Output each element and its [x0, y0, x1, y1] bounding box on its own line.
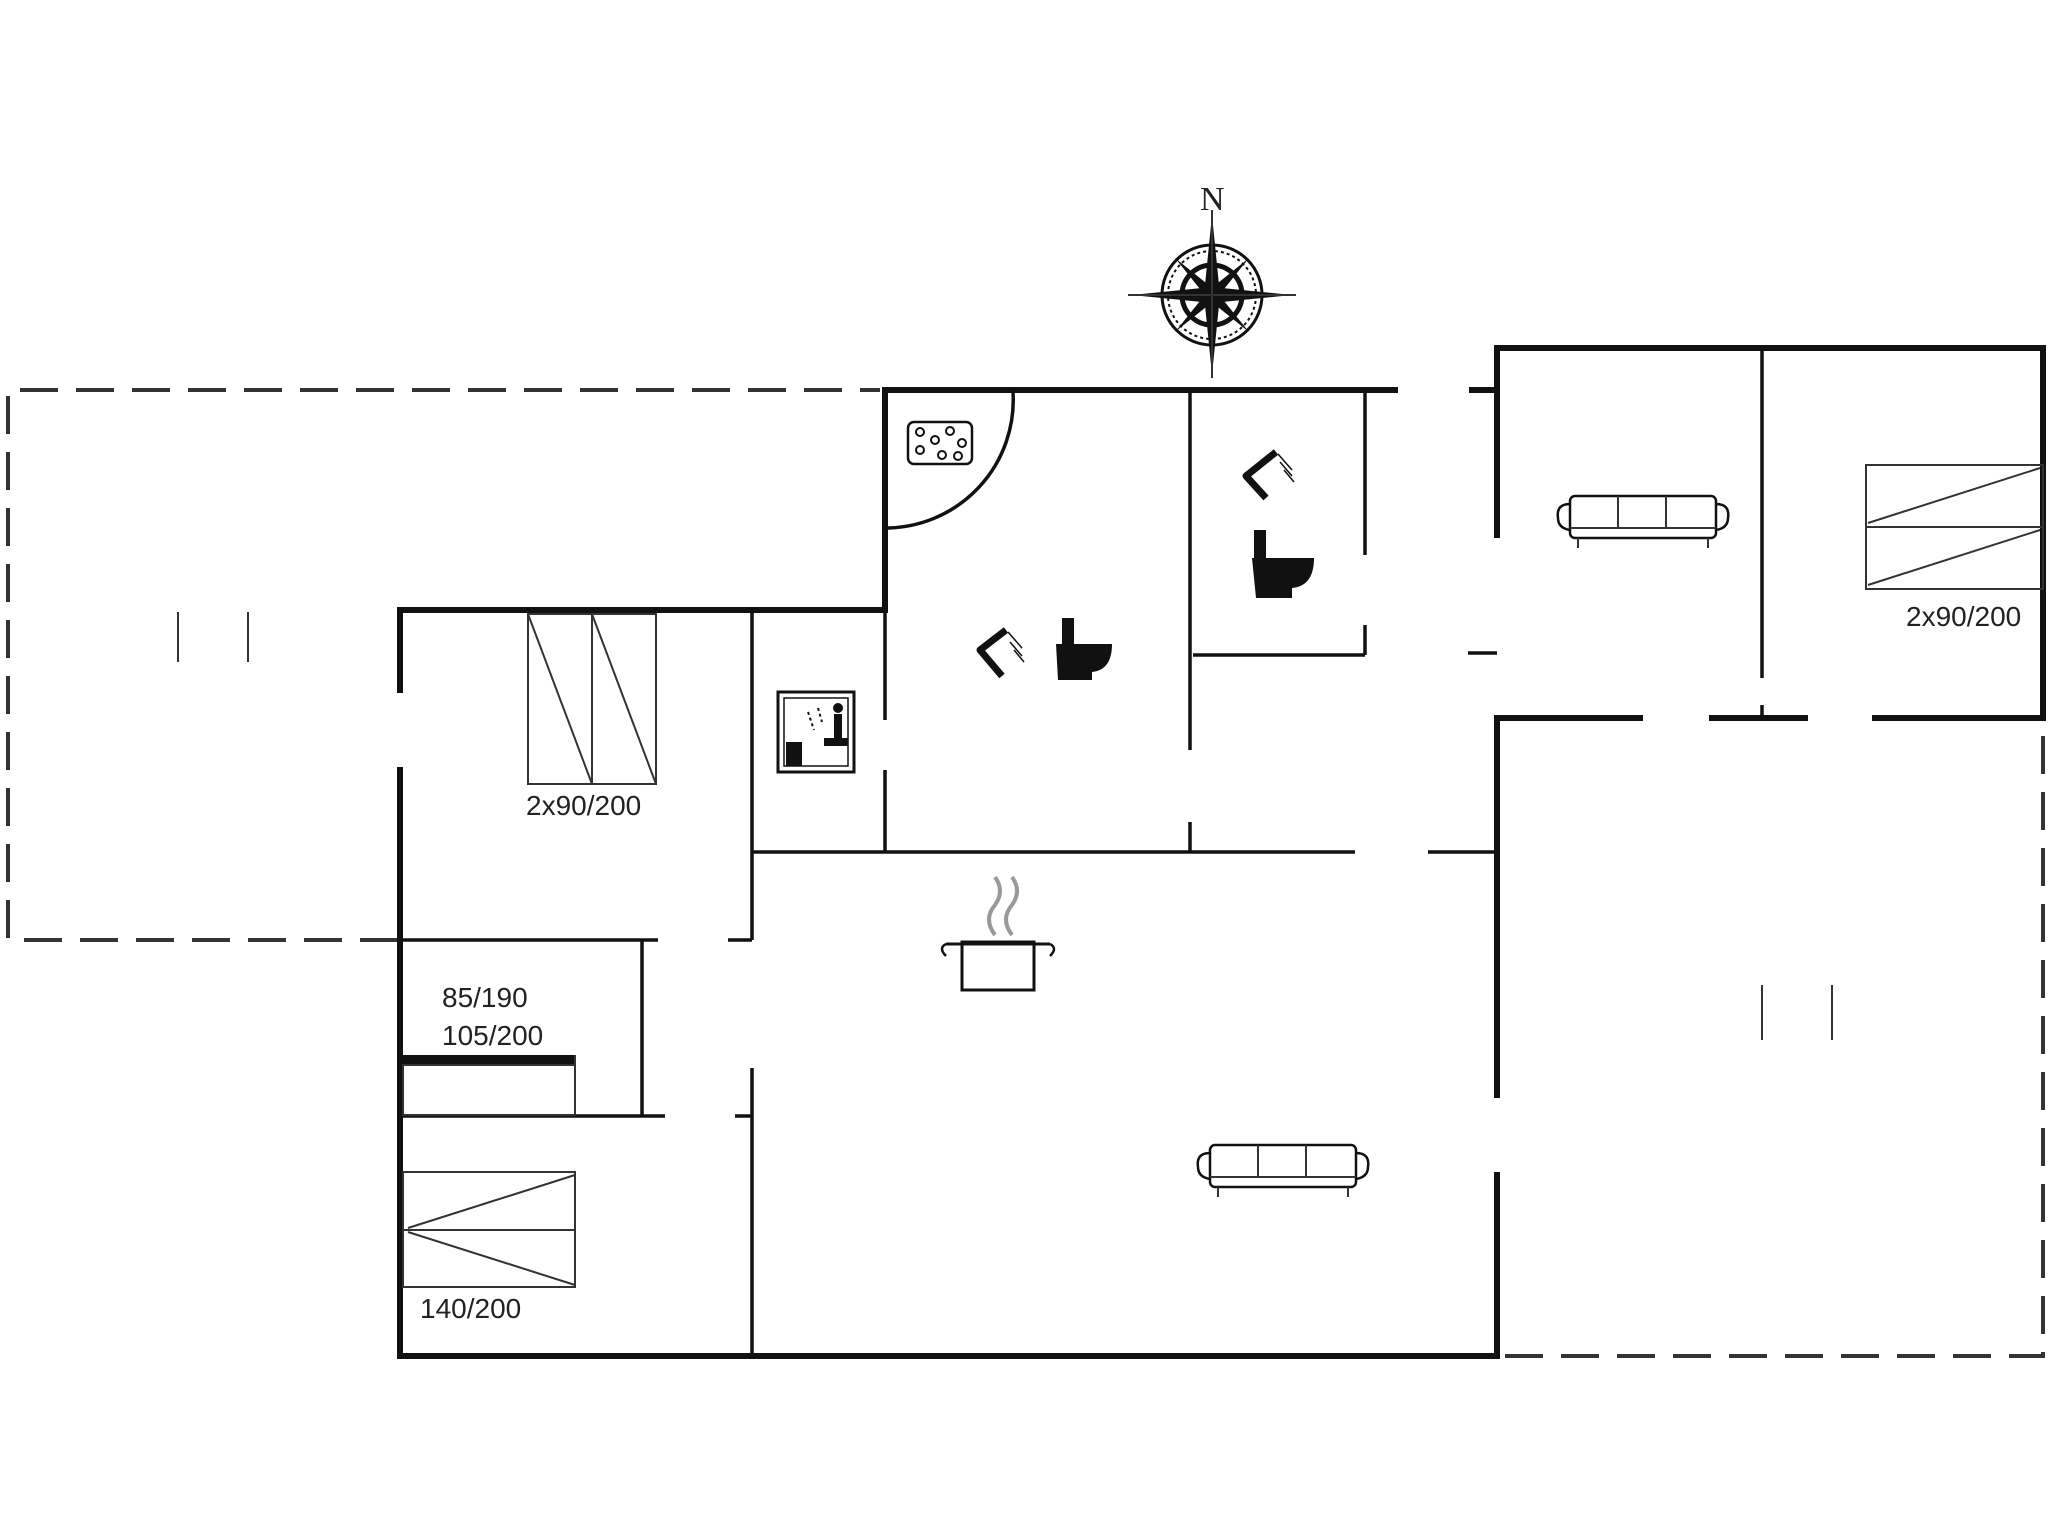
bed-label-right: 2x90/200: [1906, 601, 2021, 632]
sofa-icon: [1196, 1143, 1370, 1197]
toilet-icon: [1056, 618, 1112, 680]
bed-bunk: [402, 1055, 576, 1116]
spa-bath-icon: [906, 420, 974, 466]
interior-walls: [400, 350, 1764, 1356]
bed-label-double: 140/200: [420, 1293, 521, 1324]
bed-label-bunk-bottom: 105/200: [442, 1020, 543, 1051]
terrace-right: [1505, 735, 2045, 1358]
bed-double: [402, 1171, 576, 1288]
toilet-icon: [1252, 530, 1314, 598]
compass-rose-icon: N: [1128, 181, 1296, 378]
shower-icon: [1242, 449, 1295, 501]
sauna-icon: [776, 690, 856, 774]
cooking-pot-icon: [940, 875, 1056, 992]
bed-label-bunk-top: 85/190: [442, 982, 528, 1013]
bed-twin-upper-left: [527, 613, 657, 785]
bed-twin-right: [1865, 464, 2044, 590]
shower-icon: [976, 627, 1025, 679]
bed-label-upper-left: 2x90/200: [526, 790, 641, 821]
sofa-icon: [1556, 494, 1730, 548]
terrace-left: [6, 388, 880, 942]
